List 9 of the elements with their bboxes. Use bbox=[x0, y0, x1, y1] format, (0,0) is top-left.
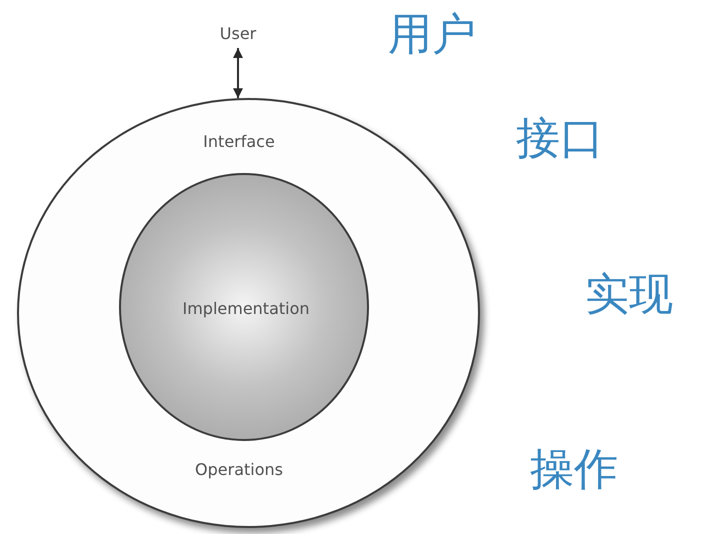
annotation-text: 操作 bbox=[530, 445, 618, 495]
annotation-text: 接口 bbox=[516, 114, 604, 164]
annotation-text: 用户 bbox=[388, 10, 476, 60]
layer-label: Interface bbox=[203, 132, 275, 152]
node-label: User bbox=[220, 24, 256, 44]
double-arrow bbox=[233, 48, 243, 98]
layer-label: Operations bbox=[195, 460, 283, 480]
annotation-text: 实现 bbox=[585, 270, 673, 320]
layer-label: Implementation bbox=[182, 299, 310, 319]
